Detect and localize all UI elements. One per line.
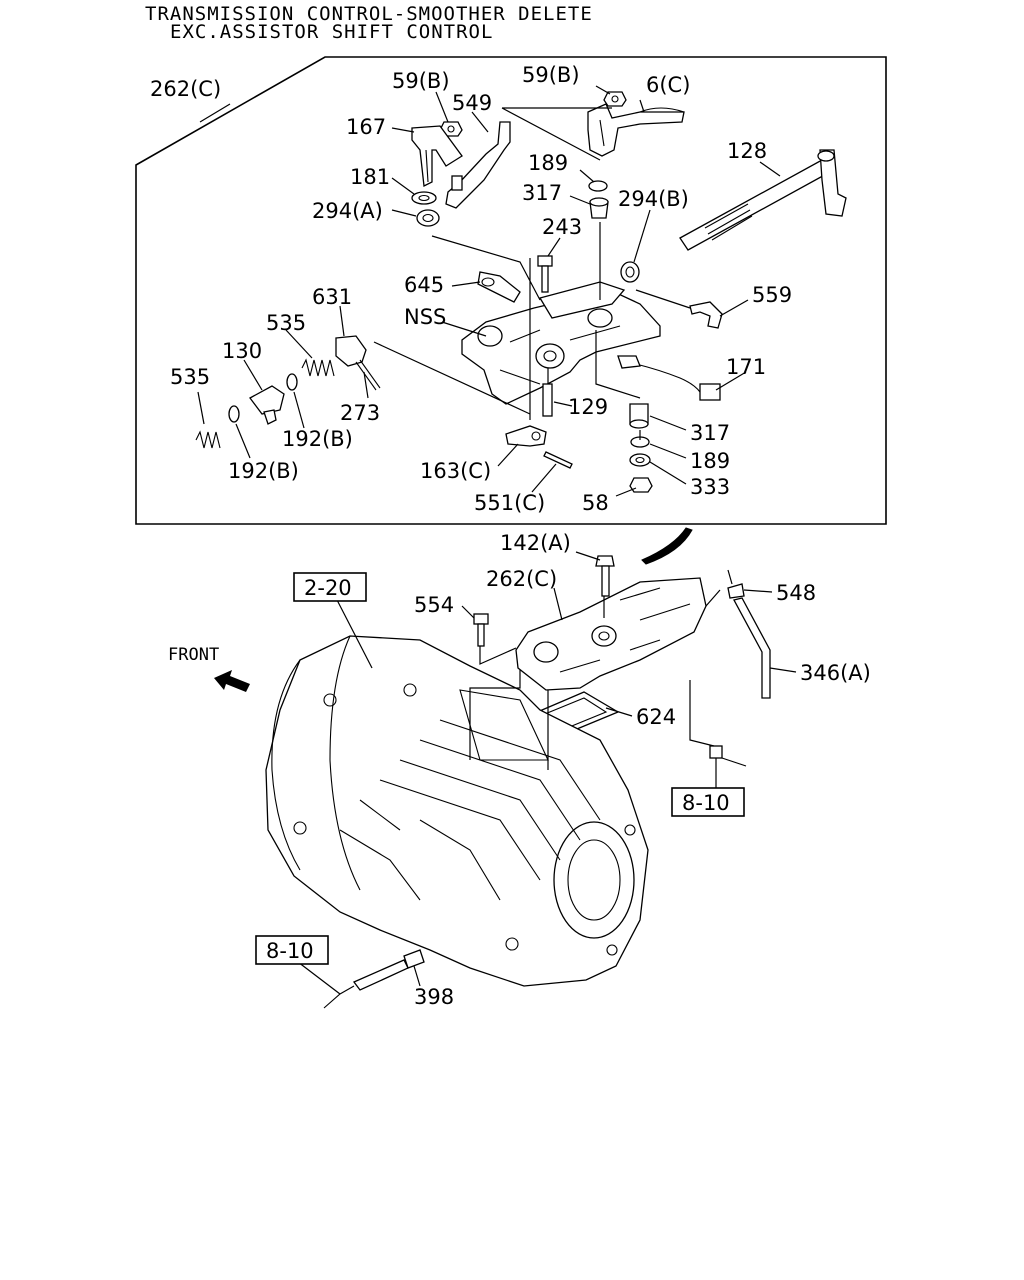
inset-frame (135, 56, 887, 525)
shifter-631 (335, 335, 381, 391)
seal-294b (620, 261, 640, 283)
callout-189-bottom: 189 (690, 449, 730, 473)
switch-645 (477, 271, 521, 303)
washer-181 (411, 191, 437, 205)
callout-163c: 163(C) (420, 459, 491, 483)
bracket-167 (411, 125, 463, 187)
harness-171 (617, 355, 721, 401)
nut-59b-right (603, 91, 627, 107)
control-assembly-262c (515, 577, 707, 691)
control-housing-nss (461, 281, 661, 405)
callout-192b-lower: 192(B) (228, 459, 299, 483)
bolt-243 (537, 255, 553, 293)
ref-box-2-20: 2-20 (293, 572, 367, 602)
callout-294a: 294(A) (312, 199, 383, 223)
callout-243: 243 (542, 215, 582, 239)
nut-58 (629, 477, 653, 493)
lever-163c (505, 425, 547, 447)
callout-317-top: 317 (522, 181, 562, 205)
diagram-title-line-2: EXC.ASSISTOR SHIFT CONTROL (170, 21, 494, 43)
callout-398: 398 (414, 985, 454, 1009)
spring-535-lower (195, 430, 221, 449)
diagram-title-line-1: TRANSMISSION CONTROL-SMOOTHER DELETE (145, 3, 593, 25)
callout-273: 273 (340, 401, 380, 425)
callout-559: 559 (752, 283, 792, 307)
callout-189-top: 189 (528, 151, 568, 175)
callout-551c: 551(C) (474, 491, 545, 515)
stud-554 (473, 613, 489, 647)
leader-262c-top (199, 103, 231, 123)
front-label: FRONT (168, 645, 219, 665)
callout-548: 548 (776, 581, 816, 605)
callout-645: 645 (404, 273, 444, 297)
callout-549: 549 (452, 91, 492, 115)
bracket-arm-6c (587, 103, 685, 157)
callout-142a: 142(A) (500, 531, 571, 555)
bolt-142a (595, 555, 615, 597)
callout-130: 130 (222, 339, 262, 363)
callout-171: 171 (726, 355, 766, 379)
callout-631: 631 (312, 285, 352, 309)
transmission-case (265, 635, 649, 987)
callout-262c-top: 262(C) (150, 77, 221, 101)
washer-192b-lower (228, 405, 240, 423)
callout-167: 167 (346, 115, 386, 139)
sensor-398 (323, 949, 425, 1009)
pin-551c (543, 451, 573, 469)
callout-6c: 6(C) (646, 73, 690, 97)
ref-box-8-10-right: 8-10 (671, 787, 745, 817)
rod-end-549 (445, 121, 511, 209)
shift-shaft-128 (679, 149, 847, 251)
lower-assembly-lines (469, 569, 733, 770)
callout-294b: 294(B) (618, 187, 689, 211)
ref-8-10-left-label: 8-10 (266, 939, 314, 963)
spring-535-upper (301, 358, 335, 377)
callout-554: 554 (414, 593, 454, 617)
callout-624: 624 (636, 705, 676, 729)
callout-59b-right: 59(B) (522, 63, 580, 87)
seal-294a (416, 209, 440, 227)
callout-59b-left: 59(B) (392, 69, 450, 93)
pin-129 (542, 383, 553, 417)
callout-129: 129 (568, 395, 608, 419)
callout-535-upper: 535 (266, 311, 306, 335)
ref-2-20-label: 2-20 (304, 576, 352, 600)
hose-346a (733, 597, 771, 699)
callout-333: 333 (690, 475, 730, 499)
washer-333 (629, 453, 651, 467)
callout-317-bottom: 317 (690, 421, 730, 445)
callout-nss: NSS (404, 305, 446, 329)
lower-leaders (297, 551, 797, 995)
inset-pointer-arrow (641, 527, 693, 565)
callout-262c-bottom: 262(C) (486, 567, 557, 591)
callout-58: 58 (582, 491, 609, 515)
clip-548 (727, 583, 745, 599)
callout-181: 181 (350, 165, 390, 189)
washer-192b-upper (286, 373, 298, 391)
callout-346a: 346(A) (800, 661, 871, 685)
callout-535-lower: 535 (170, 365, 210, 389)
ref-box-8-10-left: 8-10 (255, 935, 329, 965)
ref-8-10-right-label: 8-10 (682, 791, 730, 815)
inset-leaders (197, 85, 781, 497)
front-arrow-icon (214, 670, 250, 692)
bushing-317-bottom (629, 403, 649, 429)
callout-192b-upper: 192(B) (282, 427, 353, 451)
plunger-130 (249, 385, 285, 425)
o-ring-189-top (588, 180, 608, 192)
inset-assembly-lines (373, 107, 691, 440)
callout-128: 128 (727, 139, 767, 163)
bushing-317-top (589, 197, 609, 219)
elbow-559 (689, 301, 723, 329)
